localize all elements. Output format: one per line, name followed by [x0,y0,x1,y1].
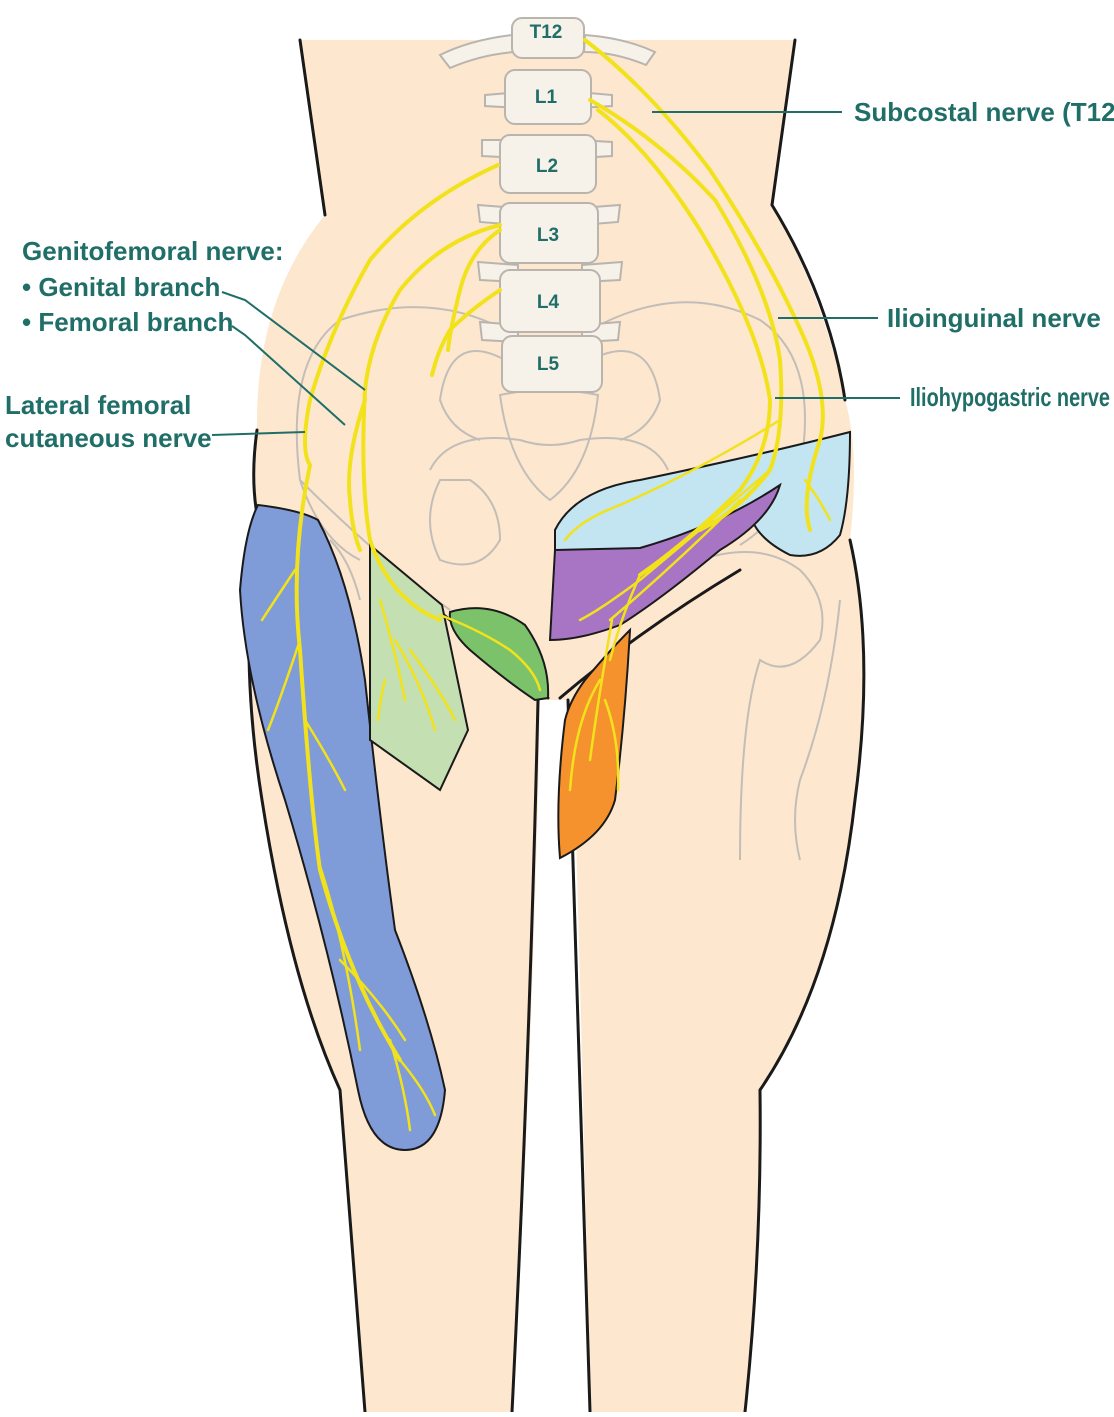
pelvis-left-inner [438,350,506,441]
iliohypogastric-nerve-label: Iliohypogastric nerve [910,382,1110,412]
pubic-arch [429,437,669,471]
right-hip-outline [770,203,847,402]
genital-branch-leader [221,291,366,391]
pelvis-right-inner [589,350,662,441]
right-femur-shaft [794,599,841,861]
left-obturator [429,479,502,566]
genitofemoral-nerve-label: Genitofemoral nerve: [22,236,284,266]
vertebra-label-l1: L1 [535,87,558,108]
lateral-femoral-label-line2: cutaneous nerve [5,423,212,453]
vertebral-column [476,17,624,393]
right-outer-thigh [743,538,866,1414]
right-femur-head [699,551,824,861]
right-torso-outline [770,38,797,207]
left-femur-head [329,539,361,601]
genitofemoral-nerve [347,223,542,732]
obturator-region [557,627,632,860]
vertebra-label-t12: T12 [530,22,563,43]
femoral-branch-leader [231,325,346,426]
vertebra-label-l2: L2 [536,156,558,177]
lateral-femoral-label-line1: Lateral femoral [5,390,191,420]
ilioinguinal-nerve-label: Ilioinguinal nerve [887,303,1101,333]
subcostal-nerve-label: Subcostal nerve (T12) [854,97,1114,127]
genital-branch-label: • Genital branch [22,272,220,302]
vertebra-label-l4: L4 [537,292,560,313]
lateral-femoral-leader [211,431,306,436]
inguinal-crease-right [558,568,742,700]
femoral-branch-region [369,542,470,792]
vertebra-label-l3: L3 [537,225,559,246]
left-torso-outline [298,38,327,217]
subcostal-and-ilio-nerves [563,38,832,792]
left-rib [438,33,516,70]
lateral-femoral-cutaneous-nerve [260,163,500,1132]
left-inner-thigh [510,698,540,1414]
femoral-branch-label: • Femoral branch [22,307,233,337]
vertebra-label-l5: L5 [537,354,560,375]
